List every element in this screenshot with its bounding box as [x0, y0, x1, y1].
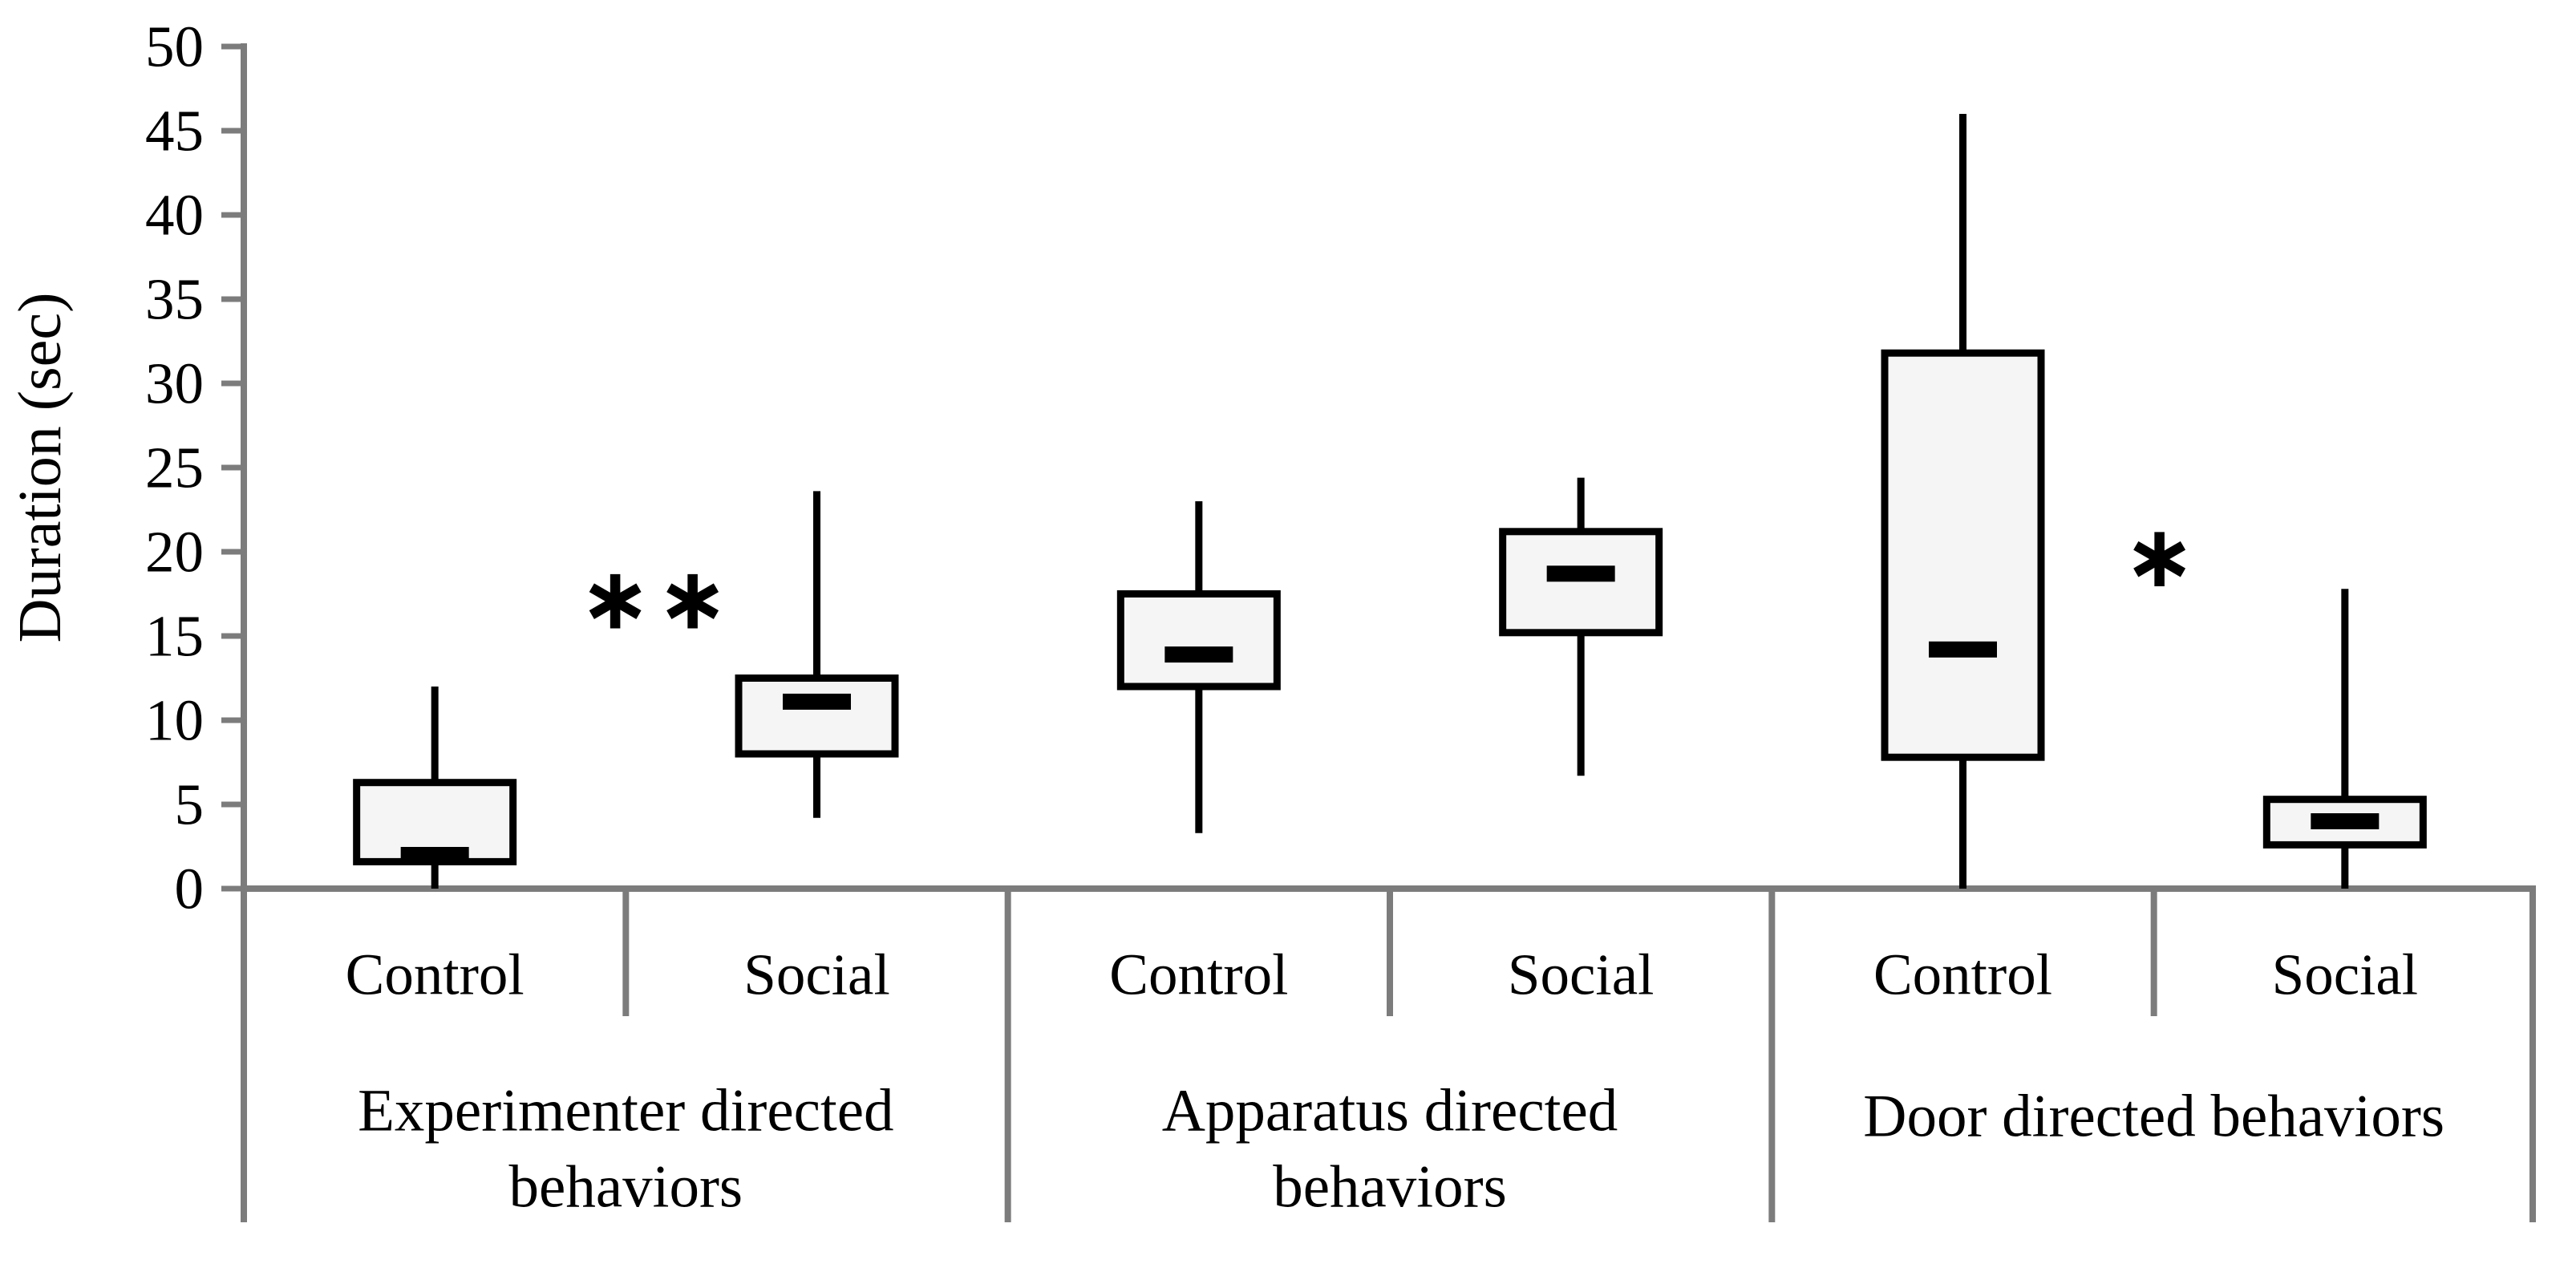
box-layer — [353, 114, 2427, 889]
y-tick-label-50: 50 — [145, 14, 204, 79]
box-experimenter-directed-behaviors-social — [735, 674, 899, 758]
condition-label-experimenter-directed-behaviors-social: Social — [743, 942, 889, 1007]
median-experimenter-directed-behaviors-control — [400, 847, 469, 863]
y-tick-label-30: 30 — [145, 351, 204, 416]
box-apparatus-directed-behaviors-social — [1499, 528, 1663, 637]
axes-layer — [221, 43, 2536, 1222]
condition-label-apparatus-directed-behaviors-social: Social — [1508, 942, 1654, 1007]
median-door-directed-behaviors-control — [1929, 641, 1997, 658]
y-tick-label-35: 35 — [145, 267, 204, 332]
median-apparatus-directed-behaviors-control — [1164, 646, 1233, 663]
y-tick-label-10: 10 — [145, 688, 204, 753]
significance-marker-door-directed-behaviors: ∗ — [2123, 507, 2201, 607]
box-apparatus-directed-behaviors-control — [1116, 590, 1281, 691]
y-tick-label-15: 15 — [145, 604, 204, 669]
y-tick-label-40: 40 — [145, 183, 204, 248]
condition-label-door-directed-behaviors-control: Control — [1873, 942, 2052, 1007]
median-experimenter-directed-behaviors-social — [783, 693, 851, 710]
y-axis-title: Duration (sec) — [6, 293, 74, 643]
group-label-apparatus-directed-behaviors-line2: behaviors — [1273, 1154, 1507, 1221]
significance-marker-experimenter-directed-behaviors: ∗∗ — [579, 549, 734, 649]
y-tick-label-25: 25 — [145, 435, 204, 500]
y-tick-label-0: 0 — [175, 857, 205, 922]
group-label-experimenter-directed-behaviors-line2: behaviors — [509, 1154, 743, 1221]
group-label-experimenter-directed-behaviors-line1: Experimenter directed — [358, 1078, 893, 1144]
y-tick-label-5: 5 — [175, 772, 205, 837]
condition-label-door-directed-behaviors-social: Social — [2272, 942, 2418, 1007]
median-door-directed-behaviors-social — [2311, 813, 2380, 829]
box-door-directed-behaviors-control — [1881, 349, 2045, 761]
y-tick-label-20: 20 — [145, 520, 204, 585]
condition-label-apparatus-directed-behaviors-control: Control — [1109, 942, 1288, 1007]
condition-label-experimenter-directed-behaviors-control: Control — [346, 942, 525, 1007]
group-label-door-directed-behaviors-line1: Door directed behaviors — [1863, 1084, 2444, 1150]
y-tick-label-45: 45 — [145, 99, 204, 164]
group-label-apparatus-directed-behaviors-line1: Apparatus directed — [1162, 1078, 1618, 1144]
median-apparatus-directed-behaviors-social — [1546, 565, 1615, 582]
